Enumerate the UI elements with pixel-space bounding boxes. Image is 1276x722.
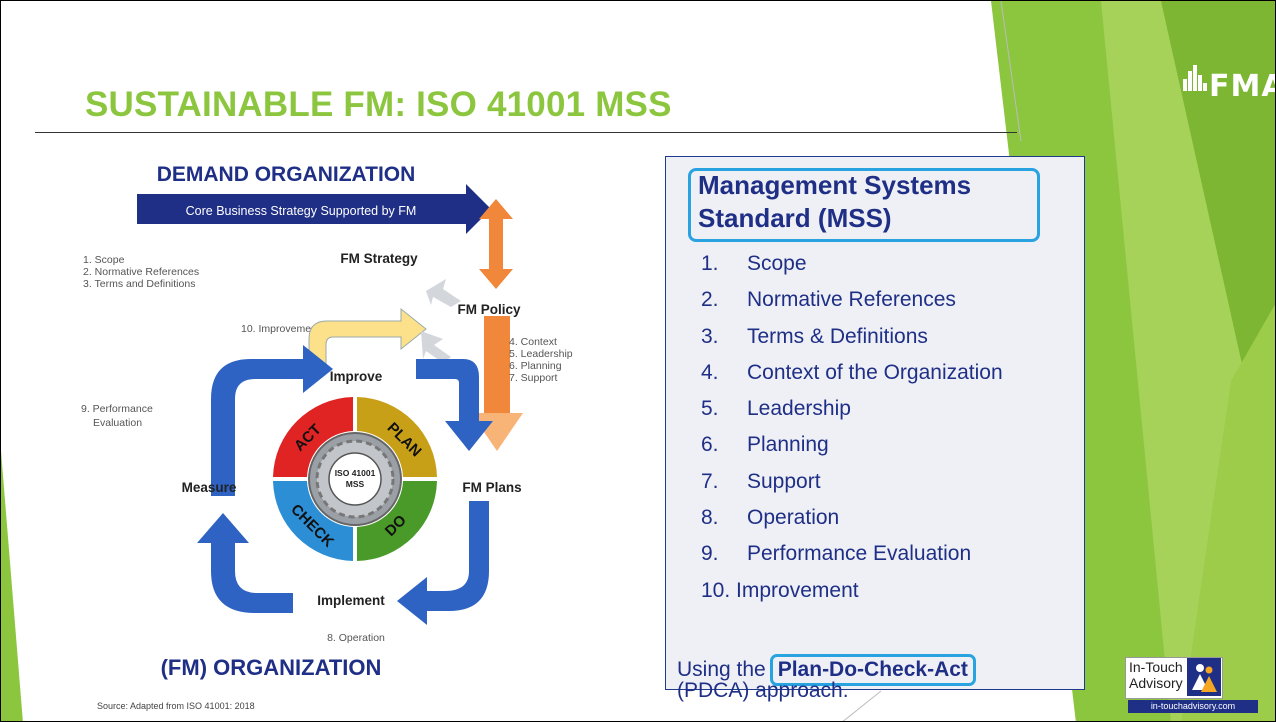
- list-item: 4.Context of the Organization: [701, 360, 1003, 384]
- core-strategy-arrow: [137, 184, 491, 234]
- advisory-url[interactable]: in-touchadvisory.com: [1128, 700, 1258, 713]
- clause-scope: 1. Scope: [83, 254, 125, 266]
- fma-logo-icon: [1183, 65, 1207, 91]
- mss-heading: Management Systems Standard (MSS): [698, 169, 971, 235]
- do-segment: [357, 481, 437, 561]
- list-item: 9.Performance Evaluation: [701, 542, 972, 566]
- advisory-logo-text: In-Touch Advisory: [1129, 659, 1183, 691]
- list-item: 1.Scope: [701, 252, 807, 275]
- clause-planning: 6. Planning: [509, 360, 562, 372]
- fm-policy-label: FM Policy: [457, 302, 521, 317]
- gear-hub: [328, 452, 382, 506]
- clause-terms: 3. Terms and Definitions: [83, 278, 195, 290]
- bg-lower-band: [1181, 304, 1275, 721]
- cycle-arrow-top-right: [416, 359, 493, 451]
- list-item: 5.Leadership: [701, 397, 851, 421]
- policy-plans-shaft: [484, 316, 510, 416]
- diagram-footer: (FM) ORGANIZATION: [161, 655, 382, 680]
- cycle-arrow-bottom-right: [397, 501, 489, 625]
- people-icon: [1187, 658, 1221, 696]
- pdca-ring: ACT PLAN DO CHECK ISO 41001 MSS: [273, 397, 437, 561]
- implement-label: Implement: [317, 593, 385, 608]
- cycle-arrow-top-left: [211, 345, 333, 496]
- list-item: 8.Operation: [701, 506, 840, 530]
- check-segment: [273, 481, 353, 561]
- bg-thin-line: [1000, 1, 1022, 142]
- clause-support: 7. Support: [509, 372, 558, 384]
- act-segment: [273, 397, 353, 477]
- ghost-arrow-top: [426, 279, 461, 307]
- clause-normative: 2. Normative References: [83, 266, 199, 278]
- performance-note-line1: 9. Performance: [81, 403, 153, 415]
- operation-note: 8. Operation: [327, 632, 385, 644]
- list-item: 2.Normative References: [701, 288, 956, 312]
- list-item: 6.Planning: [701, 433, 829, 457]
- source-note: Source: Adapted from ISO 41001: 2018: [97, 701, 255, 711]
- pdca-prefix: Using the: [677, 658, 766, 681]
- pdca-suffix: (PDCA) approach.: [677, 679, 849, 702]
- measure-label: Measure: [182, 480, 237, 495]
- list-item: 3.Terms & Definitions: [701, 324, 928, 348]
- advisory-line1: In-Touch: [1129, 659, 1183, 675]
- title-divider: [35, 132, 1017, 133]
- core-strategy-label: Core Business Strategy Supported by FM: [186, 204, 417, 218]
- fma-logo-text: FMA: [1209, 69, 1275, 104]
- improvement-note: 10. Improvement: [241, 323, 320, 335]
- mss-clause-list: 1.Scope 2.Normative References 3.Terms &…: [701, 246, 1003, 609]
- mss-panel: [665, 156, 1085, 690]
- improve-label: Improve: [330, 369, 383, 384]
- fm-strategy-label: FM Strategy: [340, 251, 418, 266]
- performance-note-line2: Evaluation: [93, 417, 142, 429]
- mss-heading-line2: Standard (MSS): [698, 203, 892, 233]
- improvement-arrow: [308, 307, 427, 374]
- clause-leadership: 5. Leadership: [509, 348, 573, 360]
- slide-title: SUSTAINABLE FM: ISO 41001 MSS: [85, 85, 672, 124]
- advisory-line2: Advisory: [1129, 675, 1183, 691]
- hub-line1: ISO 41001: [335, 468, 376, 478]
- strategy-policy-arrow: [479, 199, 513, 289]
- bg-thin-line-2: [842, 690, 882, 721]
- clause-context: 4. Context: [509, 336, 557, 348]
- diagram-header: DEMAND ORGANIZATION: [157, 163, 416, 186]
- list-item: 10. Improvement: [701, 578, 859, 602]
- plan-segment: [357, 397, 437, 477]
- iso-41001-diagram: DEMAND ORGANIZATION Core Business Strate…: [81, 163, 573, 711]
- hub-line2: MSS: [346, 479, 365, 489]
- ghost-arrow-bottom: [421, 331, 451, 363]
- cycle-arrow-bottom-left: [197, 513, 293, 613]
- fm-plans-label: FM Plans: [462, 480, 521, 495]
- mss-heading-highlight: [688, 168, 1040, 242]
- list-item: 7.Support: [701, 469, 821, 493]
- bg-left-sliver: [1, 451, 23, 721]
- pdca-highlight: Plan-Do-Check-Act: [769, 654, 976, 686]
- mss-heading-line1: Management Systems: [698, 170, 972, 200]
